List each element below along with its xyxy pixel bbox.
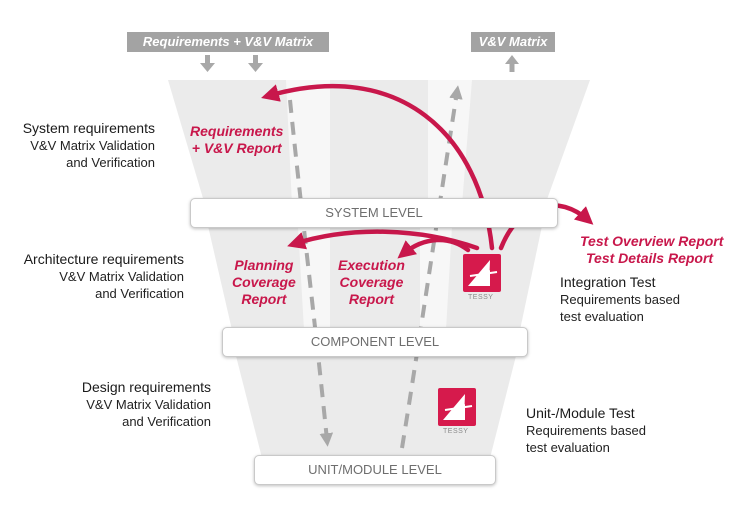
label-line: V&V Matrix Validation — [30, 138, 155, 153]
label-line: Requirements based — [560, 292, 680, 307]
report-line: Report — [348, 291, 395, 307]
report-line: Coverage — [339, 274, 404, 290]
report-line: Planning — [234, 257, 294, 273]
label-line: and Verification — [122, 414, 211, 429]
tag-requirements-vv-matrix: Requirements + V&V Matrix — [127, 32, 329, 52]
requirements-vv-report: Requirements + V&V Report — [190, 123, 283, 157]
report-line: Coverage — [232, 274, 296, 290]
tag-vv-matrix: V&V Matrix — [471, 32, 555, 52]
label-title: Architecture requirements — [23, 251, 184, 267]
unit-module-test-label: Unit-/Module Test Requirements based tes… — [526, 404, 646, 456]
system-requirements-label: System requirements V&V Matrix Validatio… — [23, 119, 155, 171]
tessy-logo-icon — [463, 254, 501, 292]
label-line: test evaluation — [526, 440, 610, 455]
report-line: Test Overview Report — [580, 233, 724, 249]
tessy-caption: TESSY — [443, 428, 469, 435]
funnel-body — [168, 80, 590, 458]
design-requirements-label: Design requirements V&V Matrix Validatio… — [82, 378, 211, 430]
arrow-execution-report — [397, 237, 471, 259]
label-line: and Verification — [95, 286, 184, 301]
unit-module-level-bar: UNIT/MODULE LEVEL — [254, 455, 496, 485]
report-line: Test Details Report — [586, 250, 714, 266]
report-line: Report — [241, 291, 287, 307]
report-line: + V&V Report — [191, 140, 282, 156]
tessy-caption: TESSY — [468, 294, 494, 301]
report-line: Requirements — [190, 123, 284, 139]
label-line: Requirements based — [526, 423, 646, 438]
architecture-requirements-label: Architecture requirements V&V Matrix Val… — [24, 250, 184, 302]
label-line: and Verification — [66, 155, 155, 170]
test-overview-report: Test Overview Report Test Details Report — [580, 233, 723, 267]
label-line: V&V Matrix Validation — [59, 269, 184, 284]
dashed-flow-down — [288, 99, 334, 447]
label-title: System requirements — [22, 120, 155, 136]
label-line: test evaluation — [560, 309, 644, 324]
tessy-logo-icon — [438, 388, 476, 426]
execution-coverage-report: Execution Coverage Report — [338, 257, 405, 308]
integration-test-label: Integration Test Requirements based test… — [560, 273, 680, 325]
label-line: V&V Matrix Validation — [86, 397, 211, 412]
label-title: Integration Test — [560, 274, 656, 290]
component-level-bar: COMPONENT LEVEL — [222, 327, 528, 357]
tag-arrows — [200, 55, 519, 72]
planning-coverage-report: Planning Coverage Report — [232, 257, 296, 308]
label-title: Unit-/Module Test — [526, 405, 635, 421]
label-title: Design requirements — [81, 379, 211, 395]
report-line: Execution — [338, 257, 405, 273]
system-level-bar: SYSTEM LEVEL — [190, 198, 558, 228]
